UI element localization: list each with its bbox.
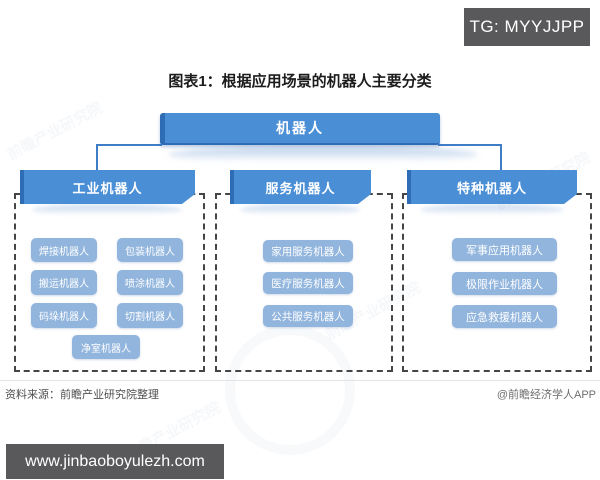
- credit-text: @前瞻经济学人APP: [496, 389, 596, 401]
- header-reflection: [420, 205, 564, 215]
- leaf-welding-robot: 焊接机器人: [31, 238, 97, 262]
- leaf-cleanroom-robot: 净室机器人: [72, 335, 140, 359]
- leaf-spraying-robot: 喷涂机器人: [117, 270, 183, 295]
- branch-service: 服务机器人: [230, 170, 371, 204]
- leaf-public-service-robot: 公共服务机器人: [263, 305, 353, 327]
- connector-line: [96, 144, 98, 171]
- watermark-text: 前瞻产业研究院: [4, 99, 106, 164]
- branch-industrial: 工业机器人: [20, 170, 195, 204]
- root-node: 机器人: [160, 113, 440, 145]
- leaf-home-service-robot: 家用服务机器人: [263, 240, 353, 262]
- connector-line: [438, 144, 502, 146]
- header-reflection: [240, 205, 360, 215]
- leaf-handling-robot: 搬运机器人: [31, 270, 97, 295]
- leaf-cutting-robot: 切割机器人: [117, 303, 183, 328]
- leaf-medical-service-robot: 医疗服务机器人: [263, 272, 353, 294]
- connector-line: [96, 144, 162, 146]
- leaf-emergency-rescue-robot: 应急救援机器人: [452, 305, 557, 328]
- connector-line: [500, 144, 502, 172]
- root-reflection: [168, 147, 478, 162]
- footer-divider: [0, 380, 600, 381]
- chart-title: 图表1：根据应用场景的机器人主要分类: [168, 73, 432, 90]
- leaf-military-robot: 军事应用机器人: [452, 238, 557, 261]
- leaf-packaging-robot: 包装机器人: [117, 238, 183, 262]
- header-reflection: [32, 205, 182, 215]
- leaf-extreme-operation-robot: 极限作业机器人: [452, 272, 557, 295]
- branch-special: 特种机器人: [407, 170, 577, 204]
- tg-badge: TG: MYYJJPP: [464, 8, 590, 46]
- leaf-palletizing-robot: 码垛机器人: [31, 303, 97, 328]
- source-text: 资料来源：前瞻产业研究院整理: [5, 389, 159, 401]
- url-bar: www.jinbaoboyulezh.com: [6, 444, 224, 479]
